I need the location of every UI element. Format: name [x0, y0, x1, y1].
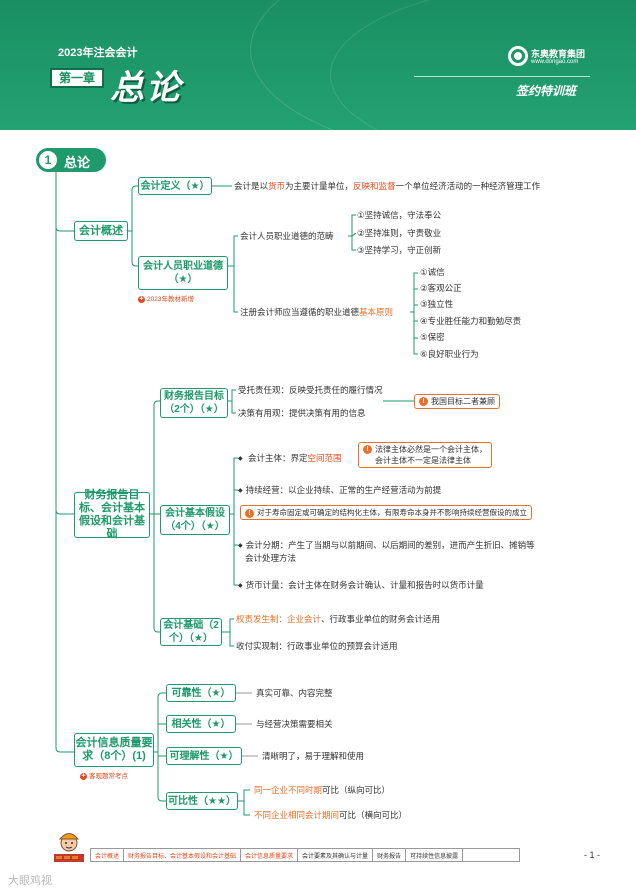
- assumption-going-concern: 持续经营：以企业持续、正常的生产经营活动为前提: [238, 484, 441, 497]
- cpa-item: ④专业胜任能力和勤勉尽责: [420, 315, 521, 327]
- cpa-item: ①诚信: [420, 266, 445, 278]
- nav-tab[interactable]: 会计概述: [91, 849, 124, 861]
- objective-item: 决策有用观：提供决策有用的信息: [238, 407, 366, 419]
- entity-callout: !法律主体必然是一个会计主体， 会计主体不一定是法律主体: [358, 442, 492, 468]
- ethics-scope-item: ③坚持学习，守正创新: [357, 244, 441, 256]
- node-overview: 会计概述: [74, 221, 128, 241]
- definition-text: 会计是以货币为主要计量单位，反映和监督一个单位经济活动的一种经济管理工作: [234, 180, 540, 192]
- quality-desc: 真实可靠、内容完整: [256, 687, 333, 699]
- going-concern-callout: !对于寿命固定或可确定的结构化主体，有限寿命本身并不影响持续经营假设的成立: [240, 505, 532, 520]
- chapter-nav: 会计概述 财务报告目标、会计基本假设和会计基础 会计信息质量要求 会计要素及其确…: [90, 848, 520, 862]
- ethics-scope-label: 会计人员职业道德的范畴: [240, 230, 334, 242]
- cpa-item: ⑤保密: [420, 331, 445, 343]
- assumption-money: 货币计量：会计主体在财务会计确认、计量和报告时以货币计量: [238, 579, 484, 592]
- assumption-entity: 会计主体：界定空间范围: [238, 452, 342, 465]
- ethics-scope-item: ②坚持准则，守责敬业: [357, 227, 441, 239]
- node-objectives: 财务报告目标（2个）（★）: [160, 388, 228, 418]
- section-badge: 1 总论: [36, 148, 106, 172]
- ethics-scope-item: ①坚持诚信，守法奉公: [357, 209, 441, 221]
- basis-accrual: 权责发生制：企业会计、行政事业单位的财务会计适用: [236, 613, 440, 625]
- objectives-callout: !我国目标二者兼顾: [414, 394, 500, 409]
- nav-tab[interactable]: 会计信息质量要求: [241, 849, 298, 861]
- ethics-note: ✚2023年教材新增: [138, 293, 194, 303]
- node-ethics: 会计人员职业道德（★）: [138, 256, 228, 290]
- node-framework: 财务报告目标、会计基本假设和会计基础: [74, 492, 150, 538]
- watermark: 大眼鸡视: [8, 872, 52, 888]
- basis-cash: 收付实现制：行政事业单位的预算会计适用: [236, 640, 398, 652]
- comparability-vertical: 同一企业不同时期可比（纵向可比）: [254, 784, 390, 796]
- cpa-principles-label: 注册会计师应当遵循的职业道德基本原则: [240, 306, 393, 318]
- section-title: 总论: [64, 152, 90, 171]
- quality-item-understandability: 可理解性（★）: [166, 747, 242, 765]
- assumption-period-cont: 会计处理方法: [245, 552, 296, 564]
- node-assumptions: 会计基本假设（4个）（★）: [160, 505, 230, 535]
- assumption-period: 会计分期：产生了当期与以前期间、以后期间的差别，进而产生折旧、摊销等: [238, 539, 535, 552]
- node-quality: 会计信息质量要求（8个）(1): [74, 733, 154, 767]
- objective-item: 受托责任观：反映受托责任的履行情况: [238, 384, 383, 396]
- cpa-item: ⑥良好职业行为: [420, 348, 479, 360]
- node-definition: 会计定义（★）: [138, 177, 212, 195]
- nav-tab[interactable]: 财务报告: [373, 849, 406, 861]
- quality-desc: 与经营决策需要相关: [256, 718, 333, 730]
- quality-item-comparability: 可比性（★★）: [166, 792, 238, 810]
- quality-note: ✚客观题常考点: [80, 770, 128, 780]
- mascot-icon: [52, 828, 86, 864]
- quality-desc: 清晰明了，易于理解和使用: [262, 750, 364, 762]
- node-basis: 会计基础（2个）（★）: [160, 618, 222, 646]
- nav-tab[interactable]: 可持续性信息披露: [406, 849, 463, 861]
- cpa-item: ③独立性: [420, 298, 453, 310]
- nav-tab[interactable]: 财务报告目标、会计基本假设和会计基础: [124, 849, 241, 861]
- page-number: - 1 -: [584, 850, 600, 860]
- comparability-horizontal: 不同企业相同会计期间可比（横向可比）: [254, 809, 407, 821]
- nav-tab[interactable]: 会计要素及其确认与计量: [298, 849, 373, 861]
- quality-item-reliability: 可靠性（★）: [166, 684, 236, 702]
- quality-item-relevance: 相关性（★）: [166, 715, 236, 733]
- section-number: 1: [39, 151, 57, 169]
- cpa-item: ②客观公正: [420, 282, 462, 294]
